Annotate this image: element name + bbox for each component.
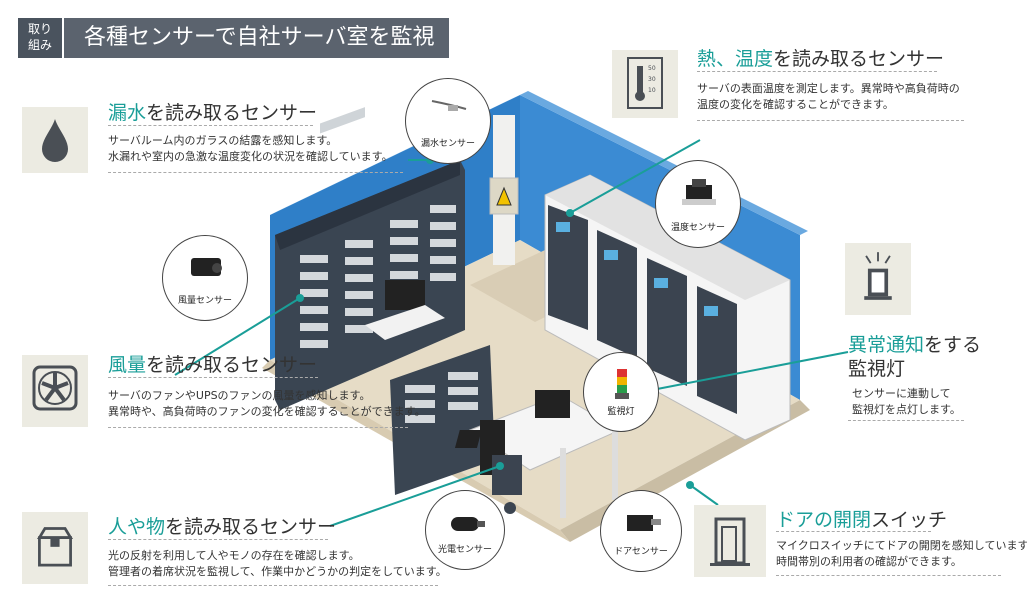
temp-sensor-bubble: 温度センサー bbox=[655, 160, 741, 248]
door-icon bbox=[694, 505, 766, 577]
leader-door bbox=[689, 484, 719, 506]
temp-sensor-bubble-label: 温度センサー bbox=[670, 223, 725, 233]
water-drop-icon bbox=[22, 107, 88, 173]
alarm-title-highlight: 異常通知 bbox=[848, 334, 925, 356]
office-desk bbox=[454, 390, 622, 518]
door-title: ドアの開閉スイッチ bbox=[776, 505, 947, 532]
header-tag-line1: 取り bbox=[27, 22, 52, 36]
presence-title: 人や物を読み取るセンサー bbox=[108, 512, 336, 539]
leader-airflow bbox=[174, 297, 301, 376]
leak-sensor-bubble: 漏水センサー bbox=[405, 78, 491, 164]
airflow-title-underline bbox=[108, 377, 318, 378]
temp-desc-2: 温度の変化を確認することができます。 bbox=[697, 98, 894, 111]
temp-desc-1: サーバの表面温度を測定します。異常時や高負荷時の bbox=[697, 82, 960, 95]
airflow-sensor-bubble: 風量センサー bbox=[162, 235, 248, 321]
presence-desc-divider bbox=[108, 585, 438, 586]
signal-light-bubble: 監視灯 bbox=[583, 352, 659, 432]
thermometer-icon: 50 30 10 bbox=[612, 50, 678, 118]
box-icon bbox=[22, 512, 88, 584]
header-tag-line2: 組み bbox=[27, 38, 52, 52]
leak-title-underline bbox=[108, 125, 313, 126]
leak-sensor-bubble-label: 漏水センサー bbox=[420, 139, 475, 149]
middle-server-racks bbox=[390, 345, 495, 495]
airflow-title-highlight: 風量 bbox=[108, 354, 147, 376]
presence-title-rest: を読み取るセンサー bbox=[165, 516, 337, 538]
svg-text:50: 50 bbox=[648, 65, 656, 72]
leader-presence bbox=[329, 465, 501, 527]
leak-desc-1: サーバルーム内のガラスの結露を感知します。 bbox=[108, 134, 338, 147]
airflow-desc-1: サーバのファンやUPSのファンの風量を感知します。 bbox=[108, 389, 371, 402]
alarm-desc-1: センサーに連動して bbox=[852, 387, 951, 400]
page-title: 各種センサーで自社サーバ室を監視 bbox=[64, 18, 449, 58]
fan-icon bbox=[22, 355, 88, 427]
presence-title-highlight: 人や物 bbox=[108, 516, 166, 538]
presence-desc-2: 管理者の着席状況を監視して、作業中かどうかの判定をしています。 bbox=[108, 565, 447, 578]
signal-light-icon bbox=[845, 243, 911, 315]
header-tag: 取り 組み bbox=[18, 18, 62, 58]
left-server-racks bbox=[275, 107, 465, 410]
leader-alarm bbox=[651, 351, 849, 391]
alarm-desc-divider bbox=[848, 420, 964, 421]
door-title-underline bbox=[776, 531, 931, 532]
door-sensor-bubble: ドアセンサー bbox=[600, 490, 682, 572]
leak-title-rest: を読み取るセンサー bbox=[146, 102, 318, 124]
alarm-desc-2: 監視灯を点灯します。 bbox=[852, 403, 961, 416]
airflow-desc-divider bbox=[108, 427, 408, 428]
leak-desc-divider bbox=[108, 172, 403, 173]
leak-title: 漏水を読み取るセンサー bbox=[108, 98, 317, 125]
door-desc-divider bbox=[776, 575, 1001, 576]
leak-title-highlight: 漏水 bbox=[108, 102, 147, 124]
temp-title: 熱、温度を読み取るセンサー bbox=[697, 44, 944, 71]
svg-text:30: 30 bbox=[648, 76, 656, 83]
temp-title-underline bbox=[697, 71, 937, 72]
photo-sensor-bubble: 光電センサー bbox=[425, 490, 505, 570]
temp-title-highlight: 熱、温度 bbox=[697, 48, 774, 70]
presence-desc-1: 光の反射を利用して人やモノの存在を確認します。 bbox=[108, 549, 360, 562]
temp-desc-divider bbox=[697, 120, 964, 121]
alarm-title-rest: をする bbox=[924, 334, 982, 356]
temp-title-rest: を読み取るセンサー bbox=[773, 48, 945, 70]
alarm-title-line2: 監視灯 bbox=[848, 358, 906, 380]
airflow-desc-2: 異常時や、高負荷時のファンの変化を確認することができます。 bbox=[108, 405, 426, 418]
door-title-highlight: ドアの開閉 bbox=[776, 509, 872, 531]
leak-desc-2: 水漏れや室内の急激な温度変化の状況を確認しています。 bbox=[108, 150, 393, 163]
door-sensor-bubble-label: ドアセンサー bbox=[614, 547, 668, 557]
signal-light-bubble-label: 監視灯 bbox=[607, 407, 635, 417]
door-desc-1: マイクロスイッチにてドアの開閉を感知しています。 bbox=[776, 539, 1027, 552]
airflow-sensor-bubble-label: 風量センサー bbox=[177, 296, 232, 306]
airflow-title-rest: を読み取るセンサー bbox=[146, 354, 318, 376]
airflow-title: 風量を読み取るセンサー bbox=[108, 350, 317, 377]
door-desc-2: 時間帯別の利用者の確認ができます。 bbox=[776, 555, 962, 568]
alarm-title: 異常通知をする bbox=[848, 330, 981, 357]
svg-text:10: 10 bbox=[648, 87, 656, 94]
right-server-racks bbox=[544, 174, 791, 441]
photo-sensor-bubble-label: 光電センサー bbox=[437, 545, 492, 555]
presence-title-underline bbox=[108, 539, 328, 540]
leader-temp bbox=[569, 139, 701, 214]
door-title-rest: スイッチ bbox=[871, 509, 948, 531]
